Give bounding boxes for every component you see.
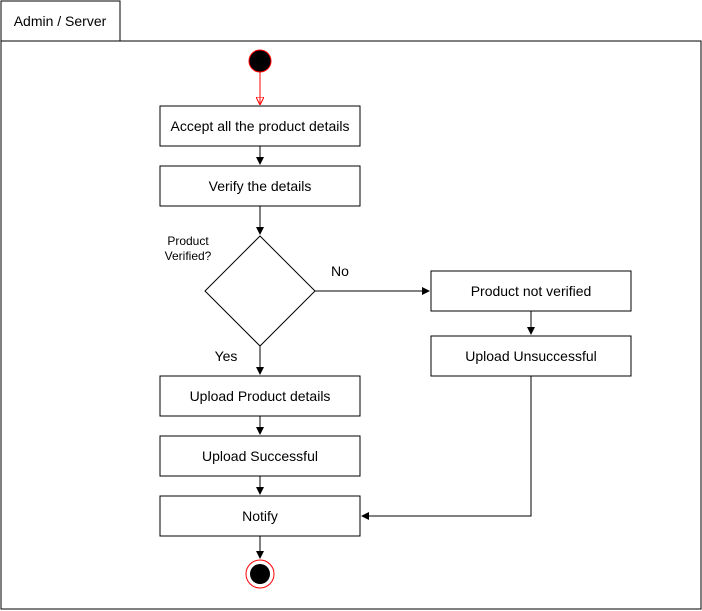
upload-successful-label: Upload Successful [202,448,318,464]
upload-details-label: Upload Product details [190,388,331,404]
upload-unsuccessful-label: Upload Unsuccessful [465,348,597,364]
decision-label-line2: Verified? [165,249,212,263]
yes-label: Yes [215,348,238,364]
start-node [248,49,272,73]
no-label: No [331,263,349,279]
decision-label-line1: Product [167,234,209,248]
end-node-core [250,564,270,584]
swimlane-title: Admin / Server [14,13,107,29]
swimlane-tab [0,0,121,42]
verify-node [159,165,361,207]
notify-label: Notify [242,508,278,524]
upload-details-node [159,375,361,417]
decision-node [204,235,316,347]
accept-label: Accept all the product details [171,118,350,134]
upload-unsuccessful-node [430,335,632,377]
not-verified-node [430,270,632,312]
upload-successful-node [159,435,361,477]
not-verified-label: Product not verified [471,283,592,299]
edge-unsuccessful-notify [361,376,532,520]
accept-node [159,105,361,147]
notify-node [159,495,361,537]
swimlane-border [0,40,702,610]
verify-label: Verify the details [209,178,312,194]
